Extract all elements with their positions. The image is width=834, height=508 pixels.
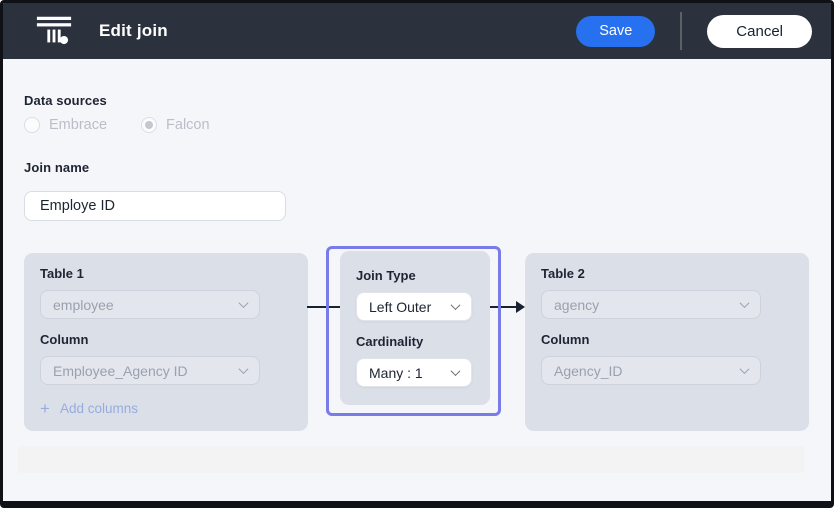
join-type-label: Join Type [356, 268, 416, 283]
top-bar: Edit join Save Cancel [3, 3, 831, 59]
table1-column-label: Column [40, 332, 89, 347]
join-node-selection-outline [326, 246, 501, 416]
header-divider [680, 12, 683, 50]
page-title: Edit join [99, 21, 168, 40]
add-columns-link[interactable]: + Add columns [40, 400, 138, 417]
data-sources-radio-group: Embrace Falcon [24, 117, 210, 133]
radio-embrace-label: Embrace [49, 117, 108, 133]
table1-column-select[interactable]: Employee_Agency ID [40, 356, 260, 385]
connector-line-left [307, 306, 344, 308]
data-sources-label: Data sources [24, 93, 107, 108]
join-panel[interactable]: Join Type Left Outer Cardinality Many : … [340, 251, 490, 405]
table1-title: Table 1 [40, 266, 84, 281]
cancel-button[interactable]: Cancel [707, 14, 812, 48]
plus-icon: + [40, 399, 50, 418]
table2-column-select[interactable]: Agency_ID [541, 356, 761, 385]
app-surface: Edit join Save Cancel Data sources Embra… [3, 3, 831, 501]
join-name-label: Join name [24, 160, 90, 175]
chevron-down-icon [739, 298, 750, 309]
cardinality-value: Many : 1 [369, 364, 423, 381]
table2-title: Table 2 [541, 266, 585, 281]
table1-column-value: Employee_Agency ID [53, 362, 188, 379]
radio-circle-icon [24, 117, 40, 133]
chevron-down-icon [450, 300, 461, 311]
header-actions: Save Cancel [576, 12, 812, 50]
join-type-value: Left Outer [369, 298, 432, 315]
chevron-down-icon [450, 366, 461, 377]
cardinality-label: Cardinality [356, 334, 424, 349]
arrowhead-right-icon [516, 301, 525, 313]
save-button[interactable]: Save [576, 15, 656, 47]
radio-circle-icon [141, 117, 158, 133]
table2-panel: Table 2 agency Column Agency_ID [525, 253, 809, 431]
add-columns-label: Add columns [59, 401, 138, 416]
join-type-select[interactable]: Left Outer [356, 292, 472, 321]
table1-panel: Table 1 employee Column Employee_Agency … [24, 253, 308, 431]
chevron-down-icon [739, 364, 750, 375]
table1-select-value: employee [53, 296, 114, 313]
radio-falcon-label: Falcon [166, 117, 210, 133]
cardinality-select[interactable]: Many : 1 [356, 358, 472, 387]
chevron-down-icon [238, 364, 249, 375]
radio-falcon[interactable]: Falcon [141, 117, 210, 133]
chevron-down-icon [238, 298, 249, 309]
table2-column-value: Agency_ID [554, 362, 623, 379]
connector-line-right [490, 306, 518, 308]
thoughtspot-logo-icon [36, 16, 72, 45]
footer-band [18, 446, 804, 473]
table2-select-value: agency [554, 296, 600, 313]
table1-select[interactable]: employee [40, 290, 260, 319]
table2-select[interactable]: agency [541, 290, 761, 319]
join-name-input[interactable] [24, 191, 286, 221]
radio-embrace[interactable]: Embrace [24, 117, 107, 133]
table2-column-label: Column [541, 332, 590, 347]
